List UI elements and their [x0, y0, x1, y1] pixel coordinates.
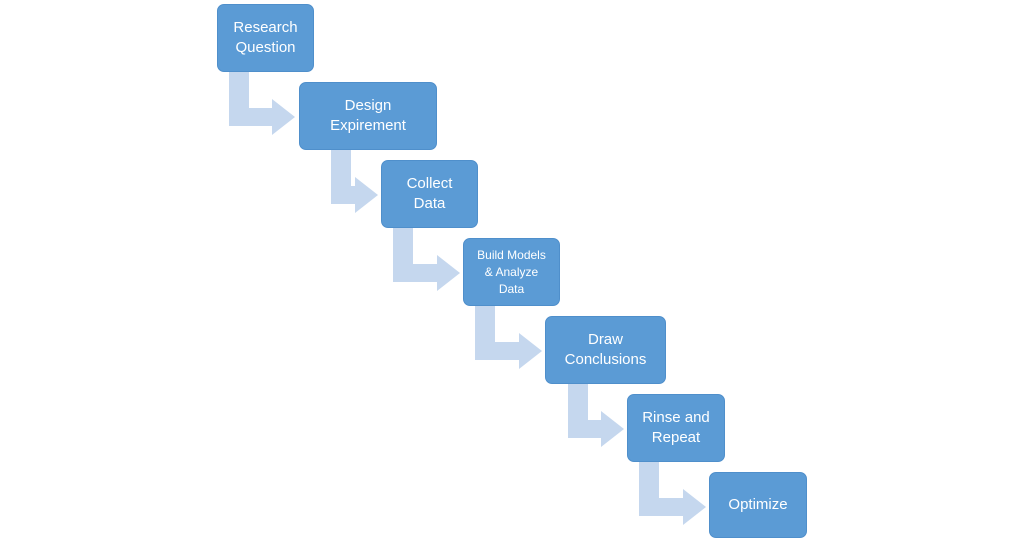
arrow-build-to-draw	[475, 306, 542, 369]
arrow-collect-to-build	[393, 228, 460, 291]
step-rinse-and-repeat: Rinse and Repeat	[627, 394, 725, 462]
step-build-models-analyze-data: Build Models & Analyze Data	[463, 238, 560, 306]
step-optimize: Optimize	[709, 472, 807, 538]
step-design-experiment: Design Expirement	[299, 82, 437, 150]
step-collect-data: Collect Data	[381, 160, 478, 228]
arrow-research-to-design	[229, 72, 295, 135]
arrow-rinse-to-optimize	[639, 462, 706, 525]
arrow-draw-to-rinse	[568, 384, 624, 447]
arrow-design-to-collect	[331, 150, 378, 213]
step-draw-conclusions: Draw Conclusions	[545, 316, 666, 384]
step-research-question: Research Question	[217, 4, 314, 72]
